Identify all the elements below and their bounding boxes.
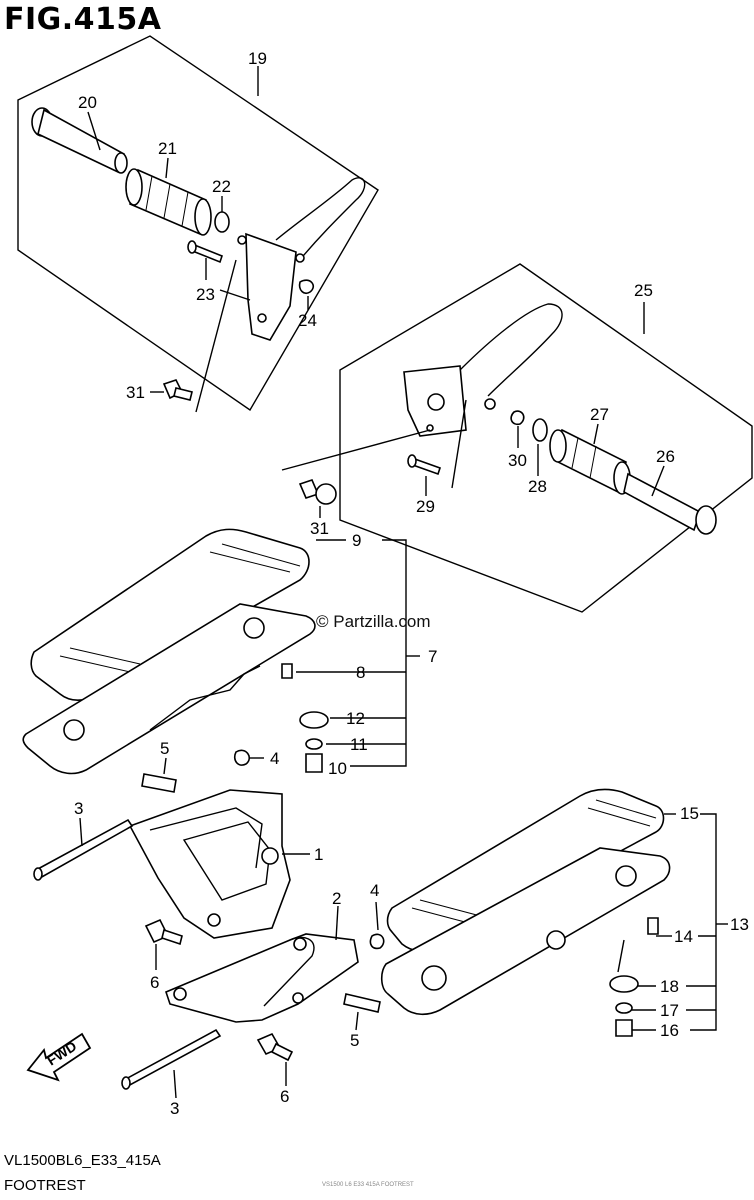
callout-4-upper: 4: [270, 749, 280, 768]
callout-7: 7: [428, 647, 438, 666]
callout-23: 23: [196, 285, 215, 304]
callout-31-upper: 31: [126, 383, 145, 402]
spring-5-lower: [343, 993, 381, 1013]
washer-18: [609, 975, 639, 993]
footboard-base-7: [22, 603, 316, 775]
footpeg-rubber-27: [549, 428, 631, 495]
callout-3-lower: 3: [170, 1099, 180, 1118]
callout-6-lower: 6: [280, 1087, 290, 1106]
washer-12: [299, 711, 329, 729]
callout-18: 18: [660, 977, 679, 996]
callout-11: 11: [350, 735, 368, 754]
callout-26: 26: [656, 447, 675, 466]
callout-13: 13: [730, 915, 749, 934]
callout-5-lower: 5: [350, 1031, 360, 1050]
callout-17: 17: [660, 1001, 679, 1020]
bolt-16: [615, 1019, 633, 1037]
clip-4-lower: [369, 933, 385, 950]
clip-30: [510, 410, 525, 426]
callout-21: 21: [158, 139, 177, 158]
callout-1: 1: [314, 845, 324, 864]
callout-4-lower: 4: [370, 881, 380, 900]
callout-6-upper: 6: [150, 973, 160, 992]
callout-19: 19: [248, 49, 267, 68]
callout-20: 20: [78, 93, 97, 112]
callout-27: 27: [590, 405, 609, 424]
bolt-6-lower: [256, 1032, 294, 1062]
callout-31-lower: 31: [310, 519, 329, 538]
callout-22: 22: [212, 177, 231, 196]
callout-9: 9: [352, 531, 362, 550]
footer-name: FOOTREST: [4, 1177, 86, 1194]
callout-28: 28: [528, 477, 547, 496]
callout-10: 10: [328, 759, 347, 778]
callout-5-upper: 5: [160, 739, 170, 758]
footpeg-bar-26: [623, 472, 717, 535]
callout-3-upper: 3: [74, 799, 84, 818]
bolt-8: [281, 663, 293, 679]
callout-15: 15: [680, 804, 699, 823]
footpeg-rubber-21: [125, 168, 212, 236]
bolt-14: [647, 917, 659, 935]
footboard-base-13: [380, 847, 671, 1016]
callout-30: 30: [508, 451, 527, 470]
callout-12: 12: [346, 709, 365, 728]
assembly-box-19: [17, 35, 379, 412]
callout-24: 24: [298, 311, 317, 330]
callout-16: 16: [660, 1021, 679, 1040]
footpeg-bar-20: [31, 107, 128, 174]
footpeg-bracket-25: [403, 303, 563, 437]
washer-11: [305, 738, 323, 750]
callout-14: 14: [674, 927, 693, 946]
washer-28: [532, 418, 548, 442]
bolt-31-upper: [162, 379, 193, 401]
bolt-6-upper: [144, 918, 183, 946]
figure-title: FIG.415A: [4, 2, 162, 37]
clip-4-upper: [233, 749, 251, 766]
footrest-bracket-2: [165, 933, 359, 1023]
bolt-10: [305, 753, 323, 773]
spring-5-upper: [141, 773, 177, 793]
callout-8: 8: [356, 663, 366, 682]
callout-2: 2: [332, 889, 342, 908]
footboard-left-9: [30, 528, 310, 702]
assembly-box-25: [339, 263, 753, 613]
footrest-bracket-1: [128, 789, 291, 939]
washer-17: [615, 1002, 633, 1014]
footer-code: VL1500BL6_E33_415A: [4, 1152, 161, 1169]
footer-small-print: VS1500 L6 E33 415A FOOTREST: [322, 1182, 414, 1188]
footpeg-bracket-19: [237, 177, 366, 341]
watermark: © Partzilla.com: [316, 612, 431, 631]
callout-29: 29: [416, 497, 435, 516]
callout-25: 25: [634, 281, 653, 300]
clip-24: [298, 279, 315, 295]
bolt-31-lower: [298, 479, 337, 505]
